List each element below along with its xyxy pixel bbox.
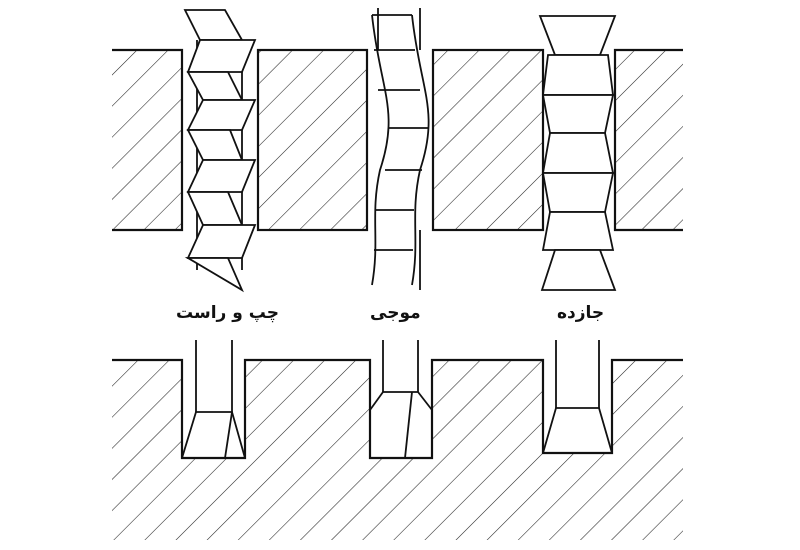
top-block-4 bbox=[613, 48, 683, 232]
bottom-slot-zigzag bbox=[181, 340, 246, 459]
bottom-ground bbox=[112, 358, 683, 540]
label-inserted: جازده bbox=[557, 303, 605, 323]
label-wavy: موجی bbox=[370, 303, 421, 323]
label-zigzag: چپ و راست bbox=[176, 303, 279, 323]
top-block-1 bbox=[112, 48, 184, 232]
top-block-3 bbox=[431, 48, 545, 232]
top-block-2 bbox=[256, 48, 369, 232]
wavy-column bbox=[371, 8, 430, 290]
inserted-column bbox=[538, 15, 617, 291]
bottom-slot-inserted bbox=[542, 340, 613, 454]
zigzag-column bbox=[183, 9, 257, 293]
bottom-slot-wavy bbox=[369, 340, 433, 459]
